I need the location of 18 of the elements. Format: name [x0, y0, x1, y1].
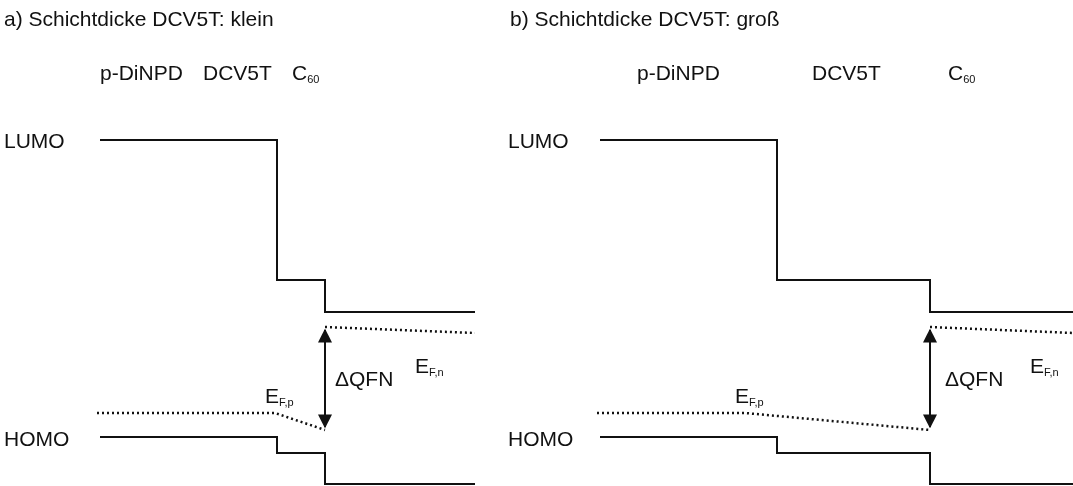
energy-gap-label: ΔQFN — [945, 368, 1004, 389]
material-name: C$_{60}$ — [948, 62, 976, 85]
material-name: p-DiNPD — [637, 62, 720, 83]
fermi-level-label: E$_{F,n}$ — [415, 355, 444, 378]
material-name: DCV5T — [812, 62, 881, 83]
material-name: DCV5T — [203, 62, 272, 83]
panel-title: b) Schichtdicke DCV5T: groß — [510, 8, 780, 29]
fermi-level-label: E$_{F,p}$ — [265, 385, 294, 408]
fermi-level-label: E$_{F,p}$ — [735, 385, 764, 408]
fermi-level-label: E$_{F,n}$ — [1030, 355, 1059, 378]
level-name: HOMO — [508, 428, 574, 449]
energy-gap-label: ΔQFN — [335, 368, 394, 389]
level-name: HOMO — [4, 428, 70, 449]
material-name: C$_{60}$ — [292, 62, 320, 85]
material-name: p-DiNPD — [100, 62, 183, 83]
level-name: LUMO — [4, 130, 65, 151]
panel-title: a) Schichtdicke DCV5T: klein — [4, 8, 274, 29]
level-name: LUMO — [508, 130, 569, 151]
